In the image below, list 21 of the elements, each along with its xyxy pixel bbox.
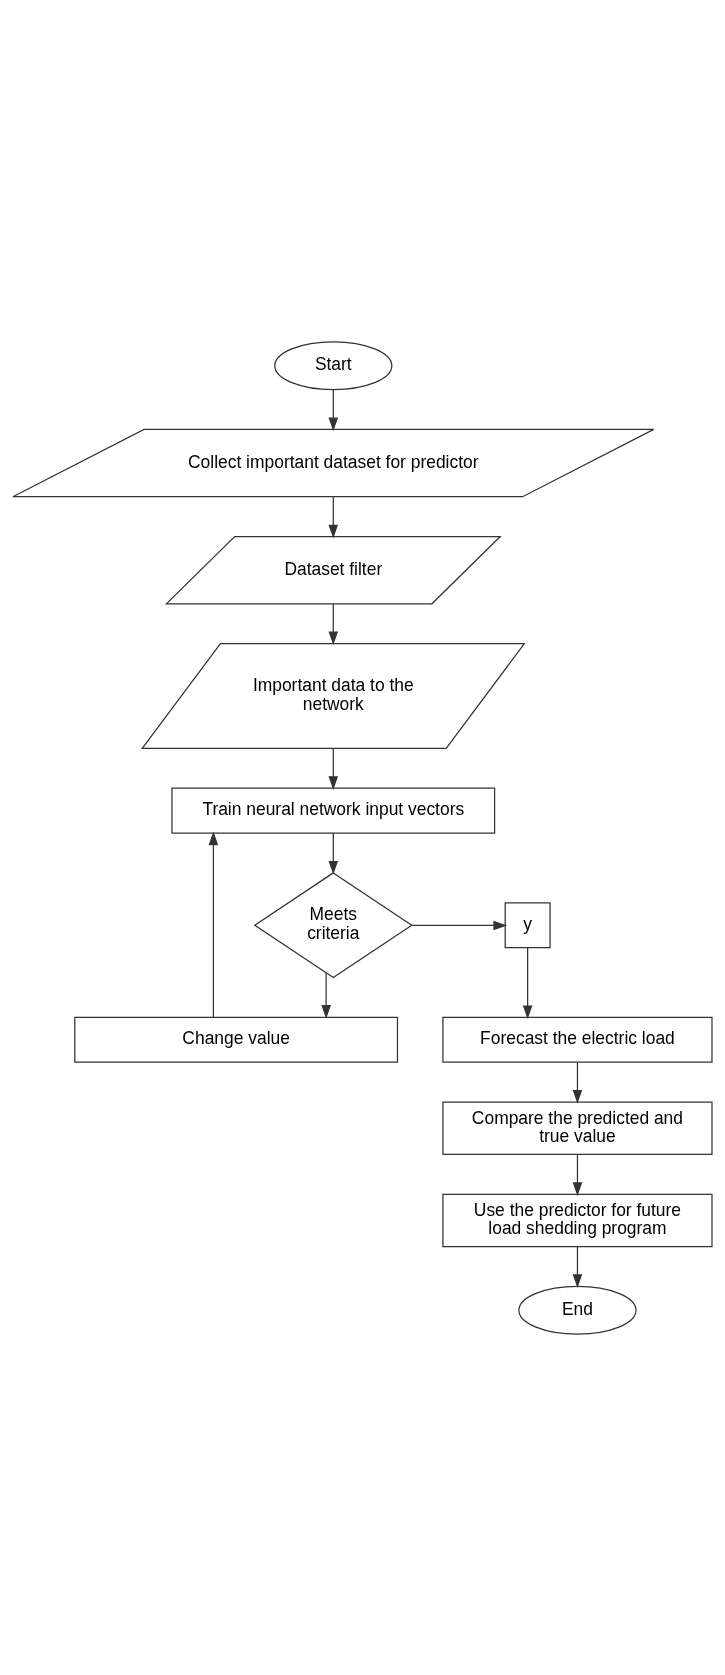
arrow [328,495,339,538]
node-box: Train neural network input vectors [171,787,496,834]
arrow [328,388,339,431]
node-ellipse: Start [274,340,393,390]
arrow [328,832,339,875]
arrow [522,946,533,1019]
arrow [572,1245,583,1288]
arrow [572,1061,583,1104]
arrow [328,747,339,790]
node-box: Use the predictor for future load shedding program [442,1193,713,1247]
node-box: Change value [74,1016,399,1063]
arrow [208,830,219,1018]
arrow [572,1153,583,1196]
arrow [411,920,508,930]
node-box: Compare the predicted and true value [442,1100,713,1155]
arrow [321,971,331,1019]
node-box: y [504,901,551,948]
node-ellipse: End [518,1285,637,1335]
node-box: Forecast the electric load [442,1016,713,1063]
arrow [328,602,339,645]
node-diamond: Meets criteria [253,871,413,978]
